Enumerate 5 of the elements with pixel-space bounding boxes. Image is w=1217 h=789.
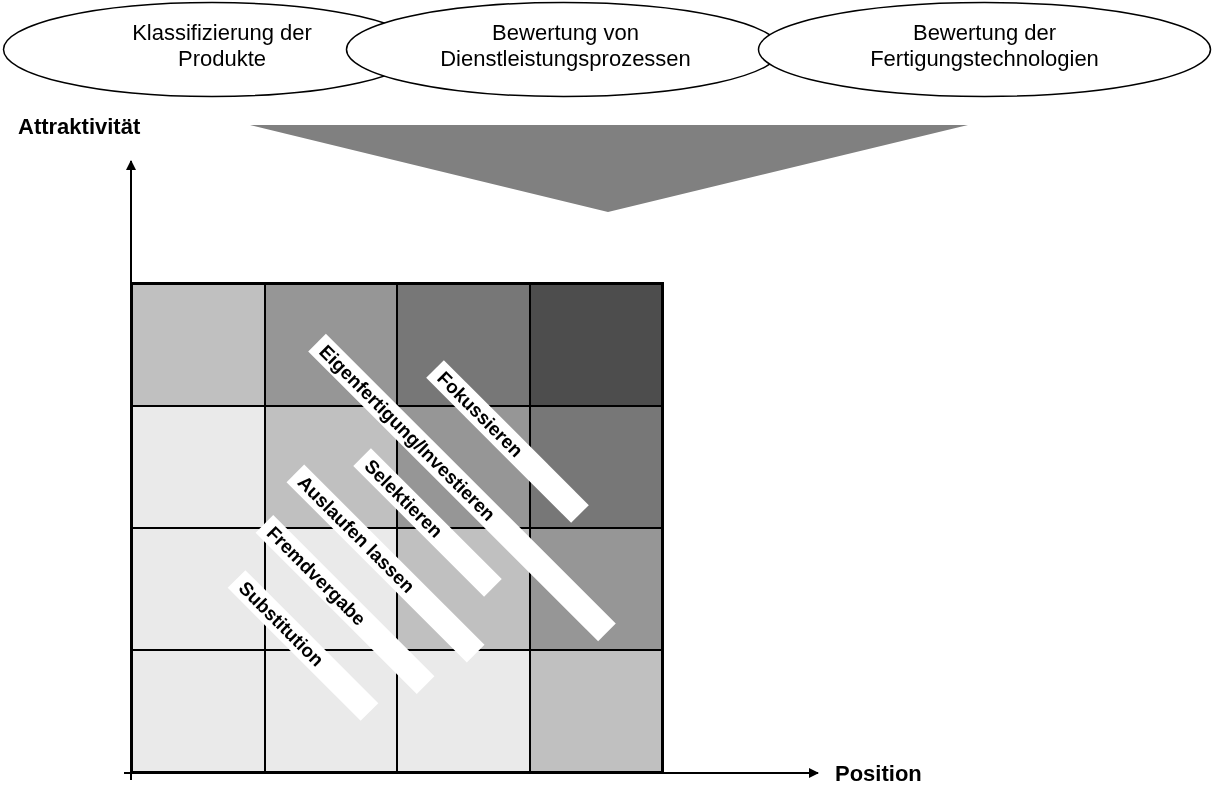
ellipse-text: Klassifizierung der Produkte (132, 20, 312, 73)
ellipse-text: Bewertung von Dienstleistungsprozessen (439, 20, 692, 73)
axis-label: Position (835, 760, 922, 788)
axis-label: Attraktivität (18, 113, 141, 141)
ellipse-text: Bewertung der Fertigungstechnologien (869, 20, 1100, 73)
